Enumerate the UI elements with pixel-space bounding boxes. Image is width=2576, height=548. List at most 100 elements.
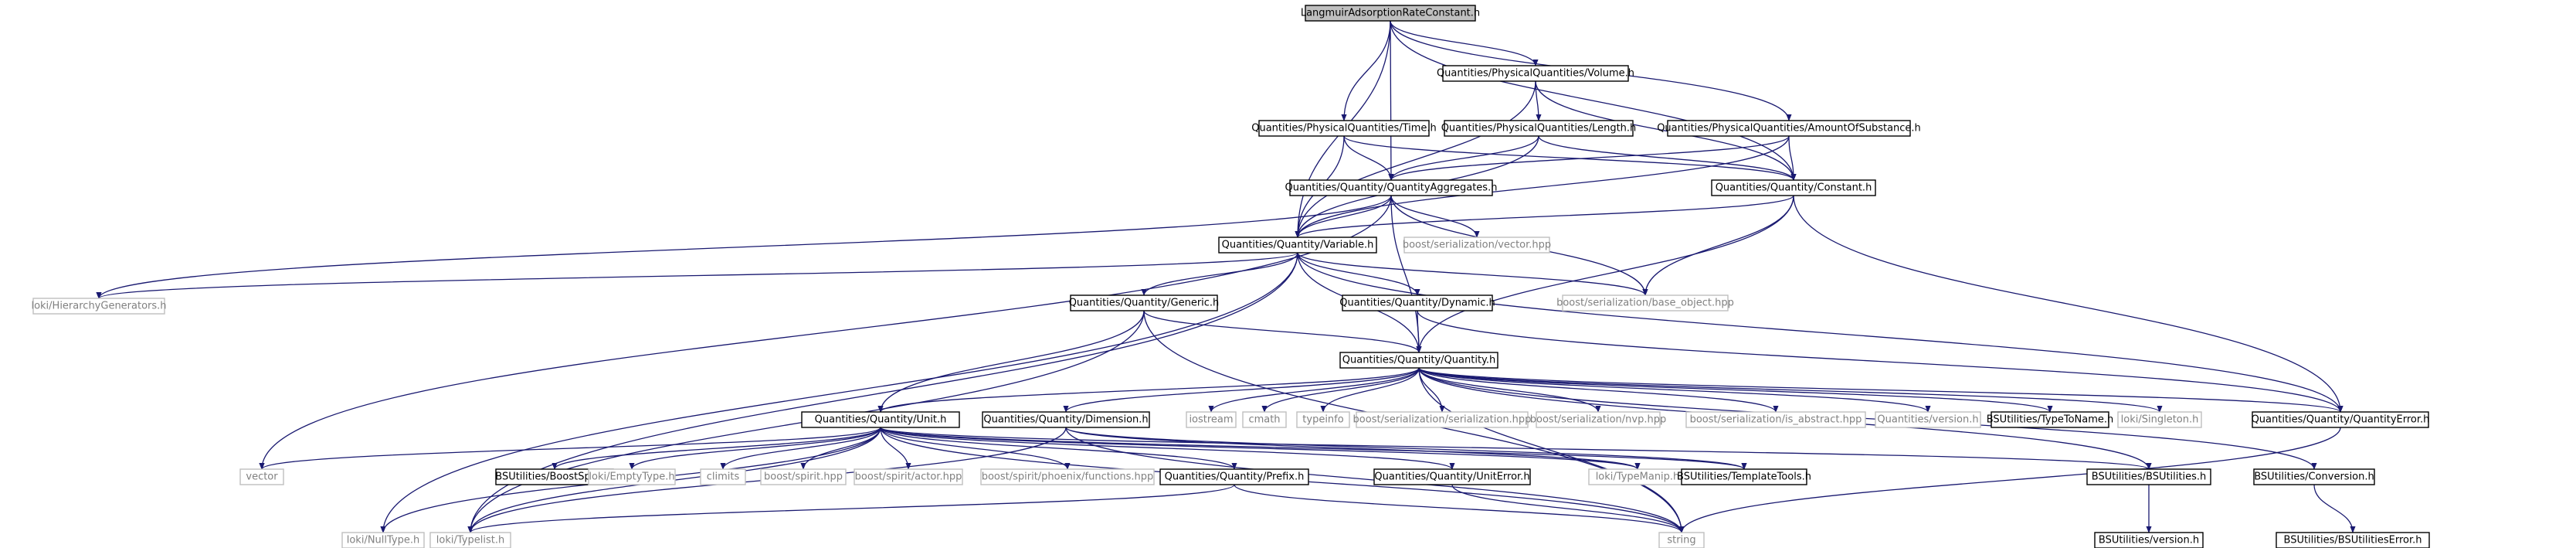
edge-unit-to-templatetools [880,427,1747,470]
node-bserror[interactable]: BSUtilities/BSUtilitiesError.h [2276,532,2430,548]
node-dimension[interactable]: Quantities/Quantity/Dimension.h [982,411,1150,428]
node-aggregates-label: Quantities/Quantity/QuantityAggregates.h [1285,182,1498,194]
edge-unit-to-prefix [880,427,1237,470]
node-typemanip[interactable]: loki/TypeManip.h [1588,468,1687,485]
node-dimension-box [982,411,1150,428]
node-nvp[interactable]: boost/serialization/nvp.hpp [1530,411,1666,428]
node-climits[interactable]: climits [700,468,746,485]
node-vector-box [239,468,284,485]
node-vector[interactable]: vector [239,468,284,485]
node-vector-label: vector [246,471,278,483]
node-uniterror[interactable]: Quantities/Quantity/UnitError.h [1373,468,1531,485]
node-templatetools[interactable]: BSUtilities/TemplateTools.h [1677,468,1811,485]
node-hierarchy[interactable]: loki/HierarchyGenerators.h [31,298,167,315]
node-qversion-box [1875,411,1981,428]
node-prefix-label: Quantities/Quantity/Prefix.h [1165,471,1305,483]
node-amount-box [1667,120,1911,137]
node-baseobject[interactable]: boost/serialization/base_object.hpp [1556,294,1734,311]
node-bsversion[interactable]: BSUtilities/version.h [2094,532,2204,548]
edge-unit-to-boostspirit [552,427,881,470]
node-templatetools-box [1681,468,1807,485]
node-string-label: string [1667,535,1695,546]
edge-variable-to-baseobject [1297,252,1648,296]
node-dimension-label: Quantities/Quantity/Dimension.h [983,414,1148,426]
node-cmath[interactable]: cmath [1242,411,1287,428]
edge-root-to-aggregates [1388,20,1394,181]
node-conversion[interactable]: BSUtilities/Conversion.h [2253,468,2375,485]
node-time[interactable]: Quantities/PhysicalQuantities/Time.h [1251,120,1437,137]
edge-quantity-to-dimension [1063,367,1420,413]
node-singleton[interactable]: loki/Singleton.h [2117,411,2202,428]
node-prefix[interactable]: Quantities/Quantity/Prefix.h [1159,468,1309,485]
node-emptytype[interactable]: loki/EmptyType.h [588,468,676,485]
node-phoenix-box [980,468,1155,485]
node-aggregates-box [1289,179,1493,196]
node-constant[interactable]: Quantities/Quantity/Constant.h [1711,179,1876,196]
node-typeinfo[interactable]: typeinfo [1296,411,1350,428]
node-bserror-label: BSUtilities/BSUtilitiesError.h [2284,535,2422,546]
edge-unit-to-vector [259,427,881,470]
edge-time-to-aggregates [1343,135,1394,181]
node-volume[interactable]: Quantities/PhysicalQuantities/Volume.h [1437,65,1634,82]
node-constant-box [1711,179,1876,196]
node-qversion[interactable]: Quantities/version.h [1875,411,1981,428]
node-isabstract-label: boost/serialization/is_abstract.hpp [1690,414,1862,426]
node-typelist[interactable]: loki/Typelist.h [429,532,511,548]
node-spirit[interactable]: boost/spirit.hpp [760,468,847,485]
node-serialization-box [1356,411,1529,428]
node-hierarchy-label: loki/HierarchyGenerators.h [31,301,166,312]
node-generic[interactable]: Quantities/Quantity/Generic.h [1069,294,1220,311]
node-generic-box [1070,294,1218,311]
edge-length-to-aggregates [1388,135,1539,181]
edge-time-to-constant [1343,135,1797,181]
node-emptytype-box [588,468,676,485]
node-phoenix[interactable]: boost/spirit/phoenix/functions.hpp [980,468,1155,485]
node-spirit-box [760,468,847,485]
edge-root-to-constant [1390,20,1797,181]
node-boostspirit[interactable]: BSUtilities/BoostSpirit.h [495,468,614,485]
node-quantity[interactable]: Quantities/Quantity/Quantity.h [1339,352,1498,369]
edge-unit-to-typemanip [880,427,1641,470]
node-root-label: LangmuirAdsorptionRateConstant.h [1301,8,1480,19]
edge-quantity-to-quantityerror [1418,367,2344,413]
node-typetoname[interactable]: BSUtilities/TypeToName.h [1987,411,2114,428]
edge-amount-to-aggregates [1388,135,1790,181]
node-quantityerror[interactable]: Quantities/Quantity/QuantityError.h [2252,411,2430,428]
node-length[interactable]: Quantities/PhysicalQuantities/Length.h [1441,120,1637,137]
node-nvp-label: boost/serialization/nvp.hpp [1530,414,1666,426]
node-amount[interactable]: Quantities/PhysicalQuantities/AmountOfSu… [1657,120,1921,137]
edge-unit-to-climits [720,427,881,470]
edge-unit-to-emptytype [629,427,881,470]
node-iostream-label: iostream [1189,414,1233,426]
node-root[interactable]: LangmuirAdsorptionRateConstant.h [1301,5,1480,22]
node-dynamic[interactable]: Quantities/Quantity/Dynamic.h [1339,294,1495,311]
edge-variable-to-quantityerror [1297,252,2344,413]
edge-dynamic-to-quantity [1416,310,1422,353]
node-serialization[interactable]: boost/serialization/serialization.hpp [1353,411,1532,428]
node-unit-label: Quantities/Quantity/Unit.h [815,414,947,426]
edge-amount-to-constant [1788,135,1797,181]
node-variable[interactable]: Quantities/Quantity/Variable.h [1218,237,1377,254]
node-bsversion-box [2094,532,2204,548]
node-vectorhpp[interactable]: boost/serialization/vector.hpp [1403,237,1551,254]
node-climits-label: climits [707,471,740,483]
node-nulltype[interactable]: loki/NullType.h [341,532,425,548]
node-conversion-box [2253,468,2375,485]
node-iostream[interactable]: iostream [1186,411,1237,428]
edge-uniterror-to-string [1451,484,1685,533]
edge-conversion-to-bserror [2313,484,2356,533]
node-spirit-label: boost/spirit.hpp [764,471,843,483]
node-aggregates[interactable]: Quantities/Quantity/QuantityAggregates.h [1285,179,1498,196]
edge-quantity-to-typetoname [1418,367,2053,413]
node-isabstract[interactable]: boost/serialization/is_abstract.hpp [1685,411,1866,428]
node-string[interactable]: string [1658,532,1705,548]
node-dynamic-box [1342,294,1493,311]
node-typelist-label: loki/Typelist.h [436,535,504,546]
edge-quantity-to-qversion [1418,367,1931,413]
edge-generic-to-quantity [1143,310,1422,353]
node-bserror-box [2276,532,2430,548]
node-unit[interactable]: Quantities/Quantity/Unit.h [801,411,960,428]
node-bsutilities[interactable]: BSUtilities/BSUtilities.h [2086,468,2211,485]
node-typemanip-label: loki/TypeManip.h [1596,471,1680,483]
node-actor[interactable]: boost/spirit/actor.hpp [854,468,963,485]
